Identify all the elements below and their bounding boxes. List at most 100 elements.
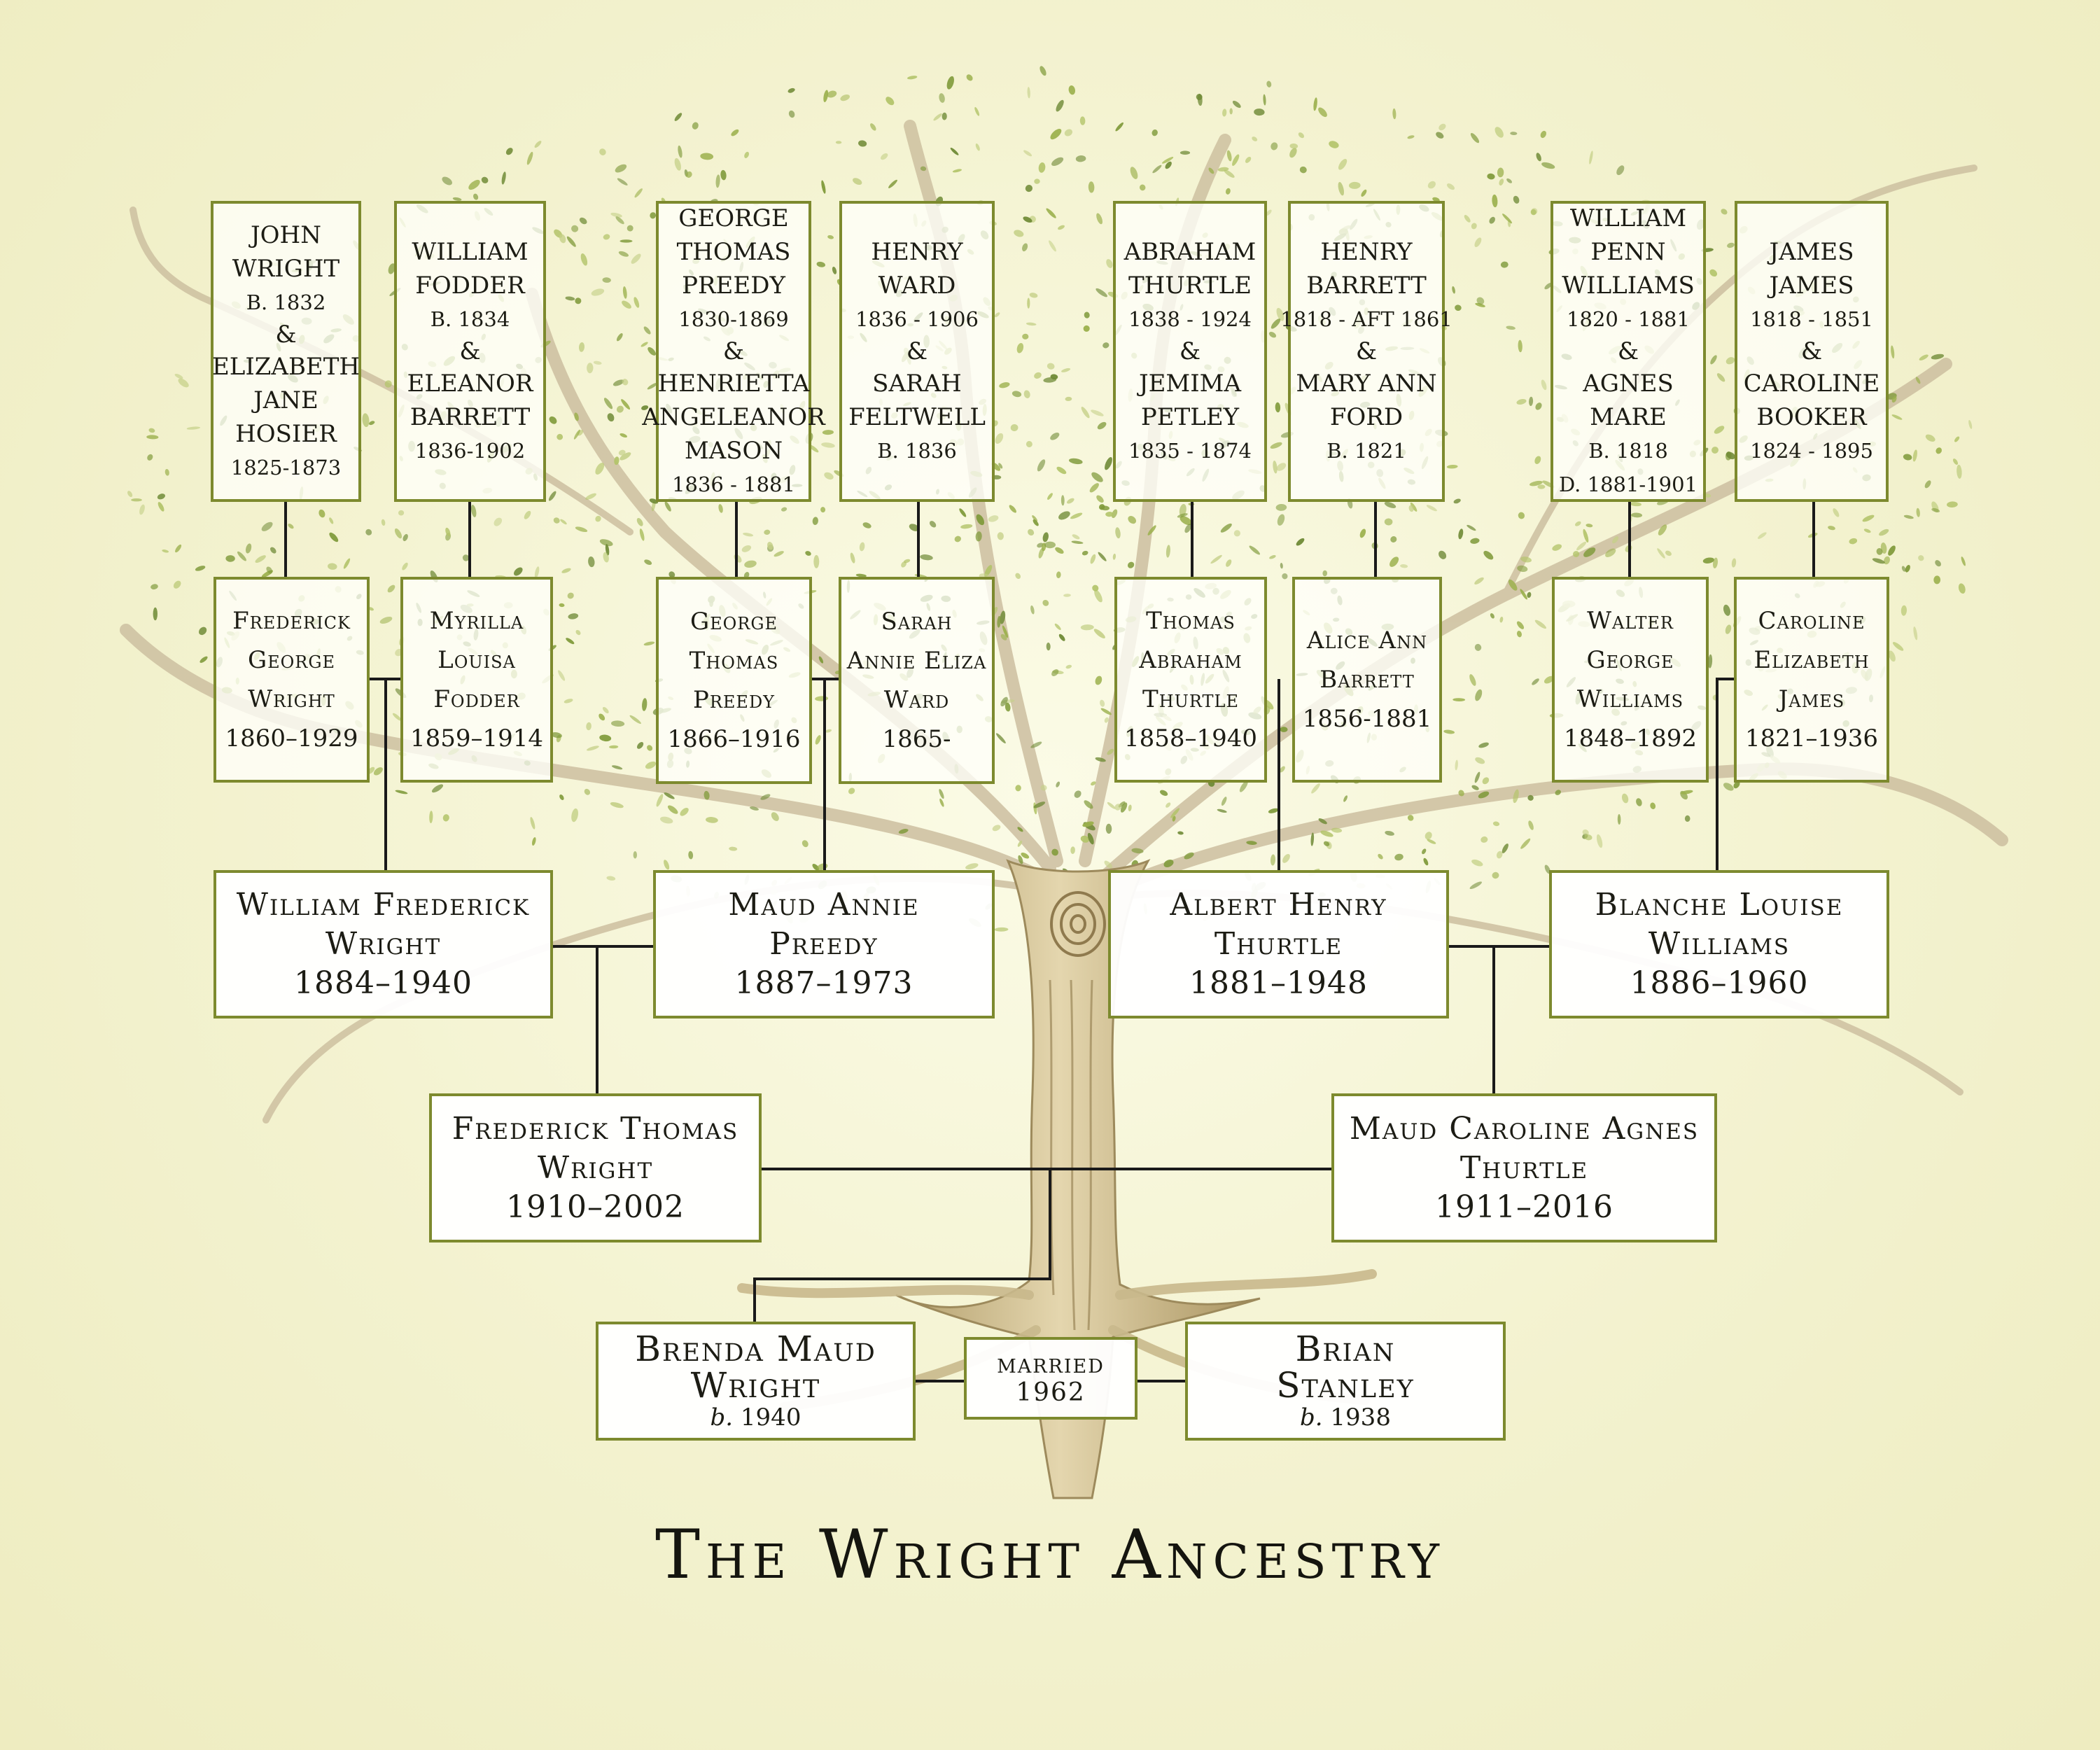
leaf xyxy=(715,174,720,188)
leaf xyxy=(514,567,523,576)
leaf xyxy=(1443,729,1455,734)
leaf xyxy=(1544,864,1550,874)
born-prefix: b. xyxy=(710,1404,734,1432)
leaf xyxy=(731,129,739,136)
leaf xyxy=(1139,184,1146,191)
leaf xyxy=(1424,832,1432,840)
leaf xyxy=(261,522,273,531)
leaf xyxy=(1163,860,1174,867)
leaf xyxy=(1021,853,1030,859)
leaf xyxy=(1935,447,1942,454)
leaf xyxy=(680,807,689,816)
name-line: 1818 - AFT 1861 xyxy=(1280,307,1452,331)
leaf xyxy=(639,528,645,541)
leaf xyxy=(199,626,207,636)
leaf xyxy=(150,584,158,590)
leaf xyxy=(1489,216,1495,224)
leaf xyxy=(855,573,867,578)
leaf xyxy=(1464,215,1471,223)
leaf xyxy=(1712,447,1718,454)
leaf xyxy=(939,93,945,103)
leaf xyxy=(634,297,640,308)
leaf xyxy=(650,212,657,219)
leaf xyxy=(620,239,633,243)
leaf xyxy=(1058,634,1065,641)
leaf xyxy=(1105,823,1112,834)
leaf xyxy=(1716,373,1726,382)
name-line: HENRIETTA xyxy=(657,370,810,398)
leaf xyxy=(988,515,999,522)
leaf xyxy=(1028,528,1035,536)
person-brenda-maud-wright: Brenda Maud Wright b. 1940 xyxy=(596,1322,916,1441)
leaf xyxy=(1427,839,1436,844)
leaf xyxy=(744,560,757,568)
leaf xyxy=(470,505,477,517)
leaf xyxy=(1891,414,1903,420)
leaf xyxy=(1050,129,1062,140)
leaf xyxy=(1180,150,1191,155)
leaf xyxy=(1925,434,1935,442)
leaf xyxy=(1079,116,1086,125)
leaf xyxy=(1541,162,1555,169)
leaf xyxy=(1104,717,1109,723)
leaf xyxy=(599,148,606,155)
leaf xyxy=(609,745,619,749)
leaf xyxy=(1270,442,1282,449)
leaf xyxy=(1438,123,1446,131)
name-line: James xyxy=(1778,685,1845,713)
leaf xyxy=(1095,676,1102,685)
leaf xyxy=(1529,480,1543,486)
leaf xyxy=(571,225,579,232)
leaf xyxy=(1446,183,1455,190)
leaf xyxy=(984,565,993,577)
name-line: B. 1836 xyxy=(877,439,957,463)
name-line: PENN xyxy=(1590,238,1666,266)
leaf xyxy=(1128,516,1137,524)
leaf xyxy=(898,829,909,834)
leaf xyxy=(1879,528,1889,536)
leaf xyxy=(1710,355,1717,365)
leaf xyxy=(1338,182,1345,196)
leaf xyxy=(1331,827,1343,833)
leaf xyxy=(674,113,682,121)
life-years: 1856-1881 xyxy=(1302,705,1432,733)
leaf xyxy=(1499,178,1504,186)
leaf xyxy=(384,380,392,388)
leaf xyxy=(1586,524,1593,528)
leaf xyxy=(1034,178,1040,184)
leaf xyxy=(549,416,557,424)
name-line: GEORGE xyxy=(678,204,789,232)
name-line: WARD xyxy=(878,272,956,300)
leaf xyxy=(1263,94,1266,106)
leaf xyxy=(1518,340,1522,353)
leaf xyxy=(567,592,574,599)
name-line: B. 1821 xyxy=(1326,439,1406,463)
leaf xyxy=(744,151,749,158)
leaf xyxy=(586,722,592,731)
leaf xyxy=(1023,216,1032,223)
leaf xyxy=(1056,99,1064,112)
leaf xyxy=(1349,181,1361,189)
name-line: Alice Ann xyxy=(1306,626,1428,654)
leaf xyxy=(1075,155,1086,162)
leaf xyxy=(1033,802,1046,808)
leaf xyxy=(1098,552,1107,561)
leaf xyxy=(559,603,565,608)
leaf xyxy=(1058,225,1065,230)
leaf xyxy=(1050,432,1060,440)
leaf xyxy=(808,444,819,453)
life-years: 1858–1940 xyxy=(1124,724,1258,752)
leaf xyxy=(571,808,578,822)
leaf xyxy=(1282,853,1290,863)
leaf xyxy=(976,514,985,526)
leaf xyxy=(1510,132,1518,136)
leaf xyxy=(1064,129,1073,136)
leaf xyxy=(1905,565,1910,573)
leaf xyxy=(1544,676,1555,684)
leaf xyxy=(1042,599,1049,606)
leaf xyxy=(1407,815,1414,821)
leaf xyxy=(1279,766,1285,773)
